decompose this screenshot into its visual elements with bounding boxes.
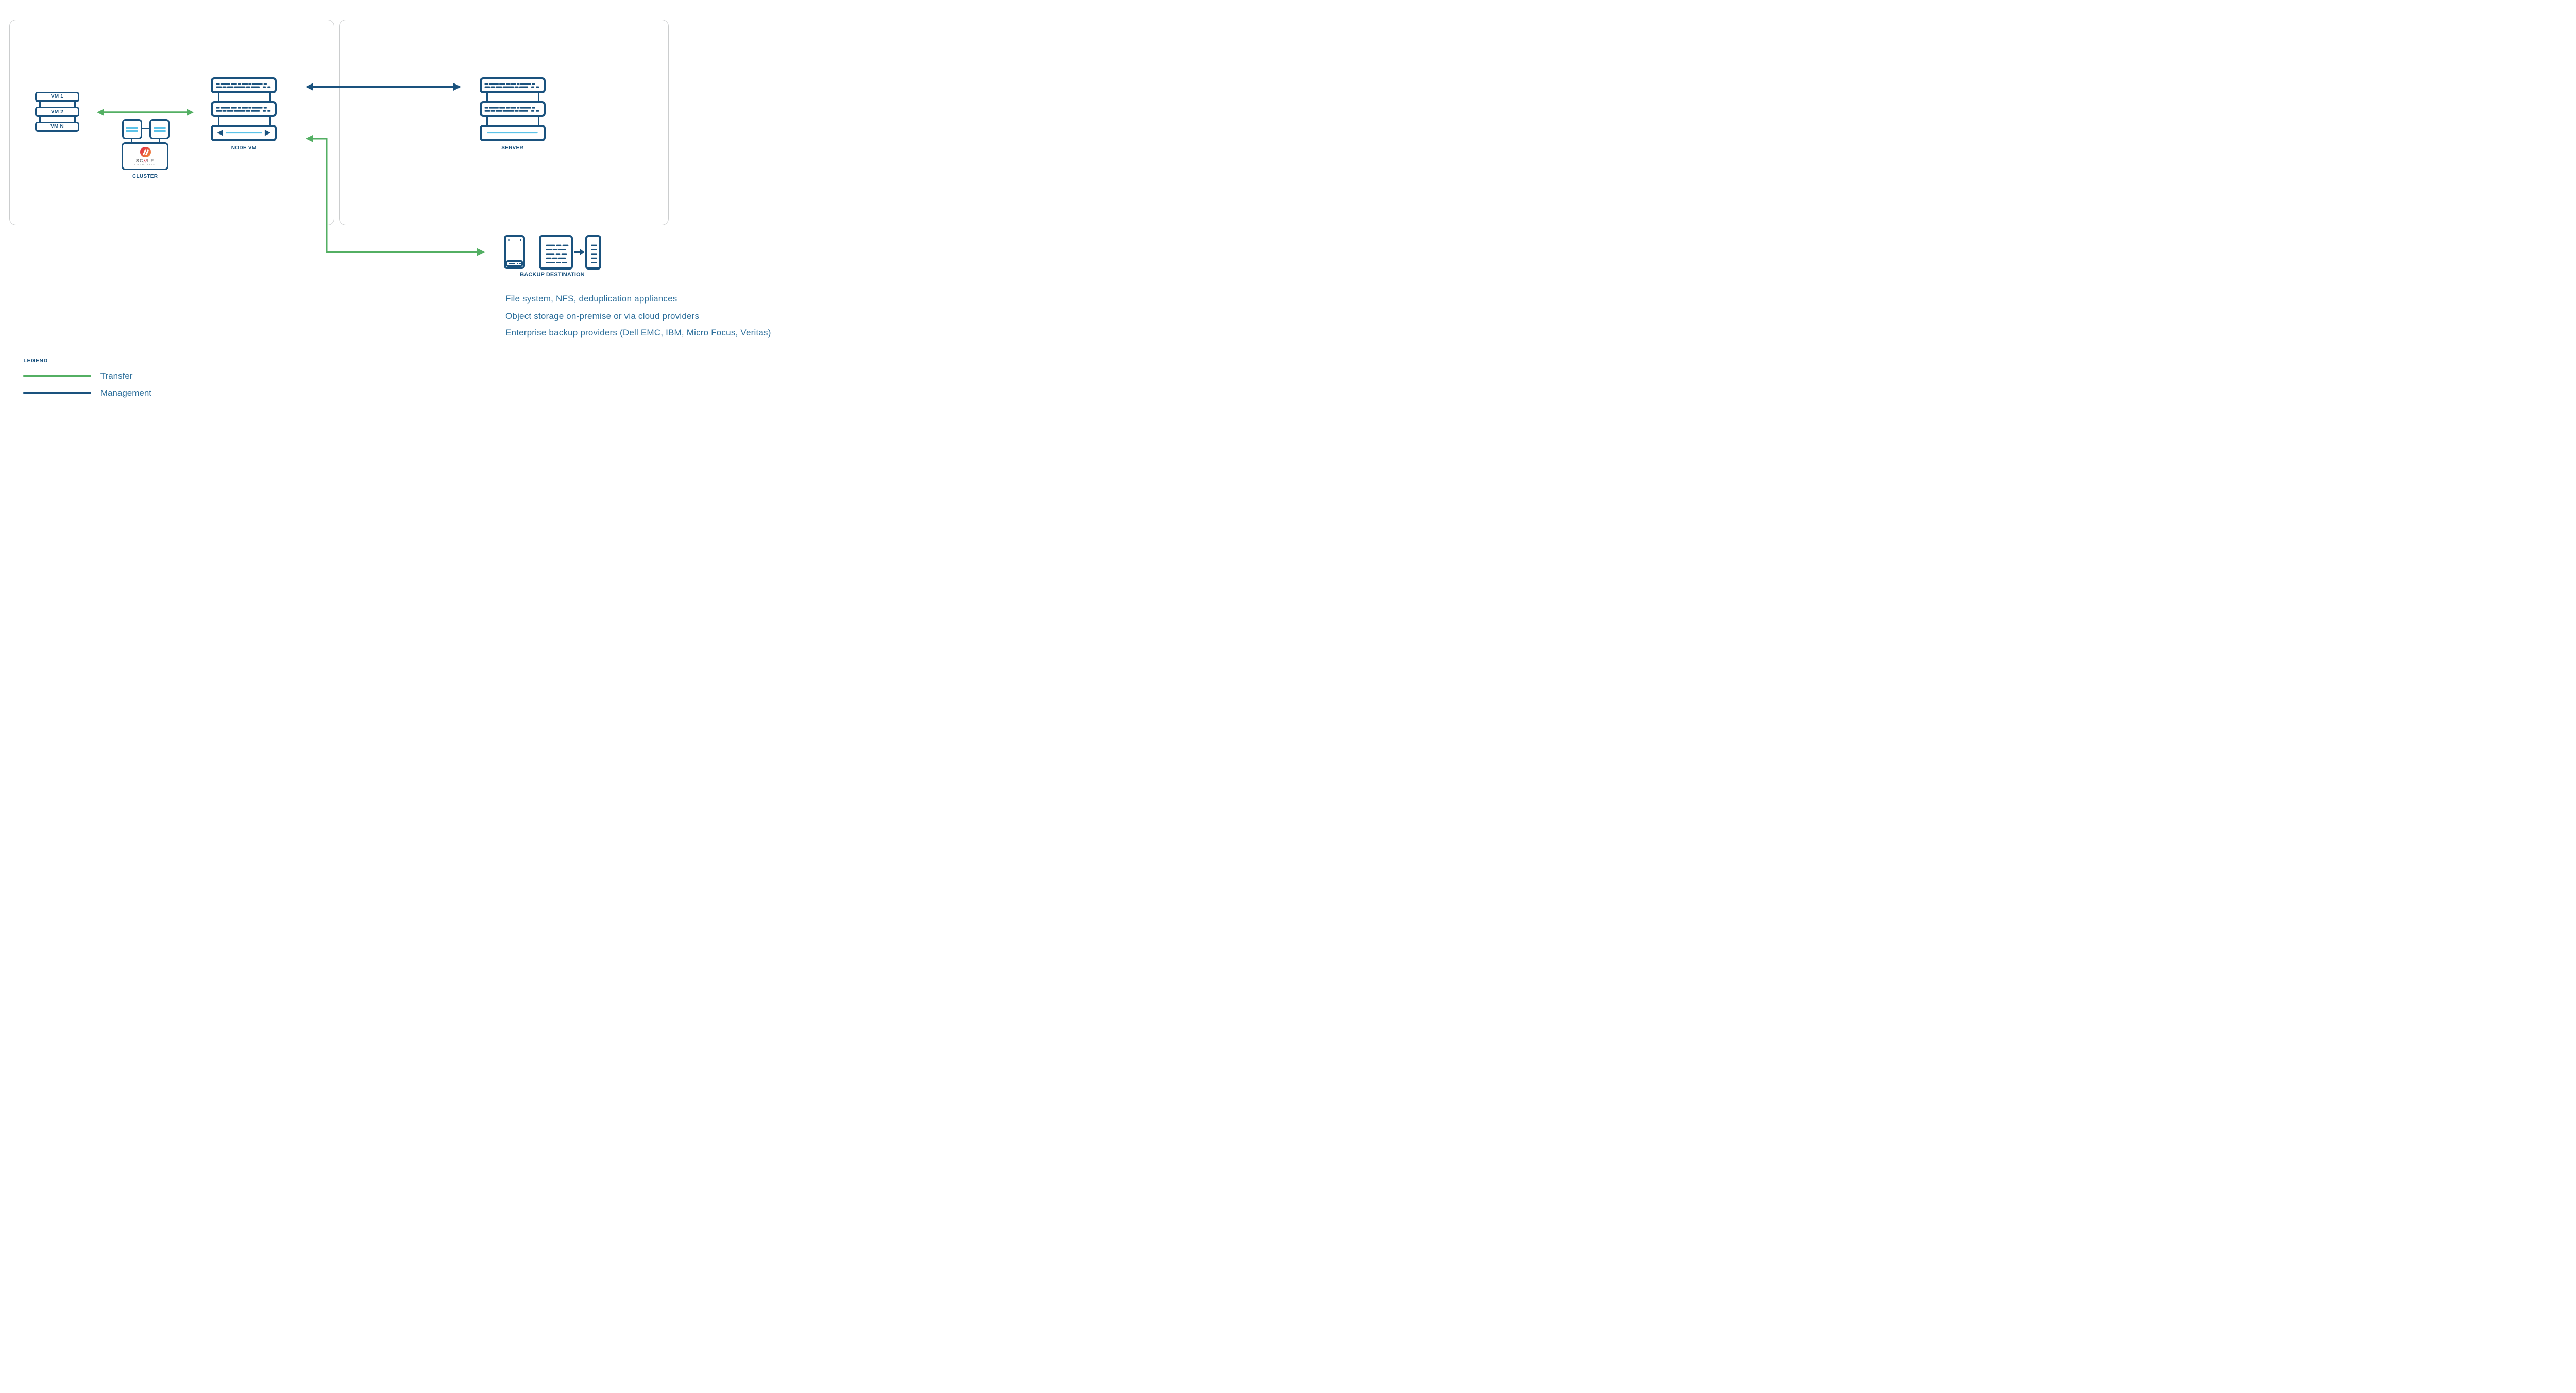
diagram-canvas: VM 1 VM 2 VM N SC//LE COMPUTING CLUST <box>0 0 796 417</box>
vm-1-label: VM 1 <box>50 94 64 99</box>
scale-logo-sc: SC <box>135 158 144 163</box>
legend-management-label: Management <box>100 388 152 398</box>
scale-logo-subtitle: COMPUTING <box>134 163 156 166</box>
node-vm-rack-2 <box>211 100 277 118</box>
node-vm-label: NODE VM <box>231 145 257 151</box>
scale-computing-logo-icon <box>140 147 151 158</box>
vm-1-box: VM 1 <box>35 91 79 102</box>
server-rack-3 <box>479 125 546 141</box>
scale-logo-wordmark: SC//LE <box>122 158 168 163</box>
server-rack-1 <box>479 77 546 93</box>
right-panel <box>339 20 669 225</box>
cluster-node-a <box>122 119 143 139</box>
vm-n-box: VM N <box>35 122 79 132</box>
node-vm-rack-3 <box>211 125 277 141</box>
backup-note-3: Enterprise backup providers (Dell EMC, I… <box>505 328 771 338</box>
server-label: SERVER <box>501 145 524 151</box>
backup-destination-label: BACKUP DESTINATION <box>520 272 585 278</box>
vm-n-label: VM N <box>50 124 64 130</box>
legend-transfer-label: Transfer <box>100 371 133 381</box>
management-line-swatch <box>23 392 91 394</box>
tape-icon <box>585 235 601 270</box>
backup-note-2: Object storage on-premise or via cloud p… <box>505 311 700 321</box>
node-vm-rack-1 <box>211 77 277 93</box>
backup-flow-arrow-icon <box>574 248 584 255</box>
transfer-arrow-icon <box>97 108 194 116</box>
transfer-line-swatch <box>23 375 91 377</box>
backup-note-1: File system, NFS, deduplication applianc… <box>505 294 677 304</box>
scale-logo-le: LE <box>147 158 155 163</box>
server-rack-2 <box>479 100 546 118</box>
cluster-label: CLUSTER <box>132 174 158 179</box>
management-arrow-icon <box>306 83 461 91</box>
cluster-node-b <box>149 119 170 139</box>
backup-files-icon <box>539 235 573 270</box>
vm-2-label: VM 2 <box>50 109 64 115</box>
legend-title: LEGEND <box>23 358 48 364</box>
vm-2-box: VM 2 <box>35 107 79 117</box>
transfer-elbow-arrow-icon <box>306 135 485 256</box>
